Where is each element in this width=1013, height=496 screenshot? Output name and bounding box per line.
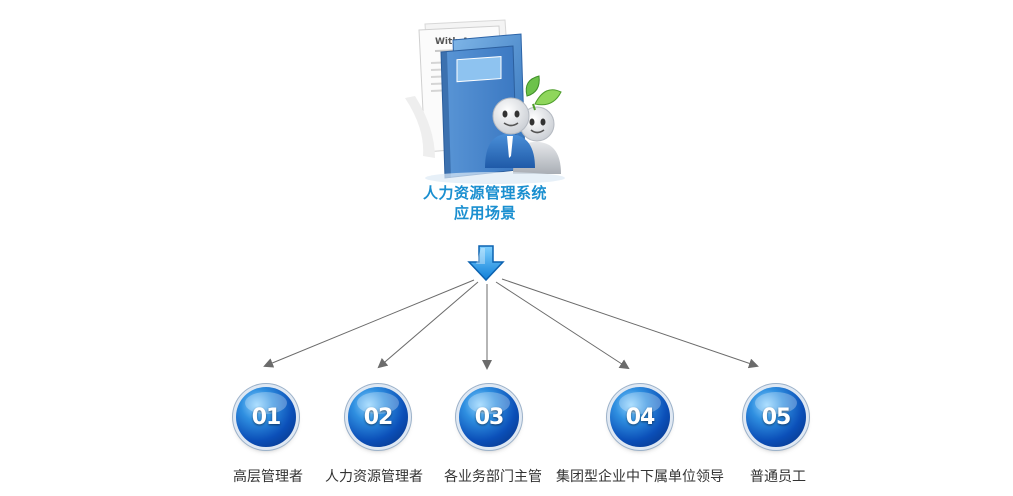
connector-line-02 <box>377 281 479 369</box>
users-icon <box>485 97 561 174</box>
node-number: 03 <box>474 404 505 430</box>
connector-line-01 <box>263 279 475 368</box>
node-badge-03: 03 <box>459 387 519 447</box>
diagram-title-line1: 人力资源管理系统 <box>422 184 547 202</box>
node-number: 05 <box>761 404 792 430</box>
node-badge-04: 04 <box>610 387 670 447</box>
node-badge-02: 02 <box>348 387 408 447</box>
leaf-icon <box>525 75 562 111</box>
connector-line-04 <box>495 281 630 370</box>
node-label-02: 人力资源管理者 <box>325 469 423 485</box>
connector-line-05 <box>501 278 759 369</box>
diagram-title-line2: 应用场景 <box>453 204 516 222</box>
node-number: 01 <box>251 404 282 430</box>
node-number: 04 <box>625 404 656 430</box>
node-label-05: 普通员工 <box>750 469 806 485</box>
node-badge-05: 05 <box>746 387 806 447</box>
down-arrow-icon <box>467 245 505 282</box>
node-label-03: 各业务部门主管 <box>444 469 542 485</box>
node-number: 02 <box>363 404 394 430</box>
node-label-04: 集团型企业中下属单位领导 <box>556 469 724 485</box>
node-badge-01: 01 <box>236 387 296 447</box>
node-label-01: 高层管理者 <box>233 469 303 485</box>
hr-illustration: With Asadal <box>405 19 565 184</box>
